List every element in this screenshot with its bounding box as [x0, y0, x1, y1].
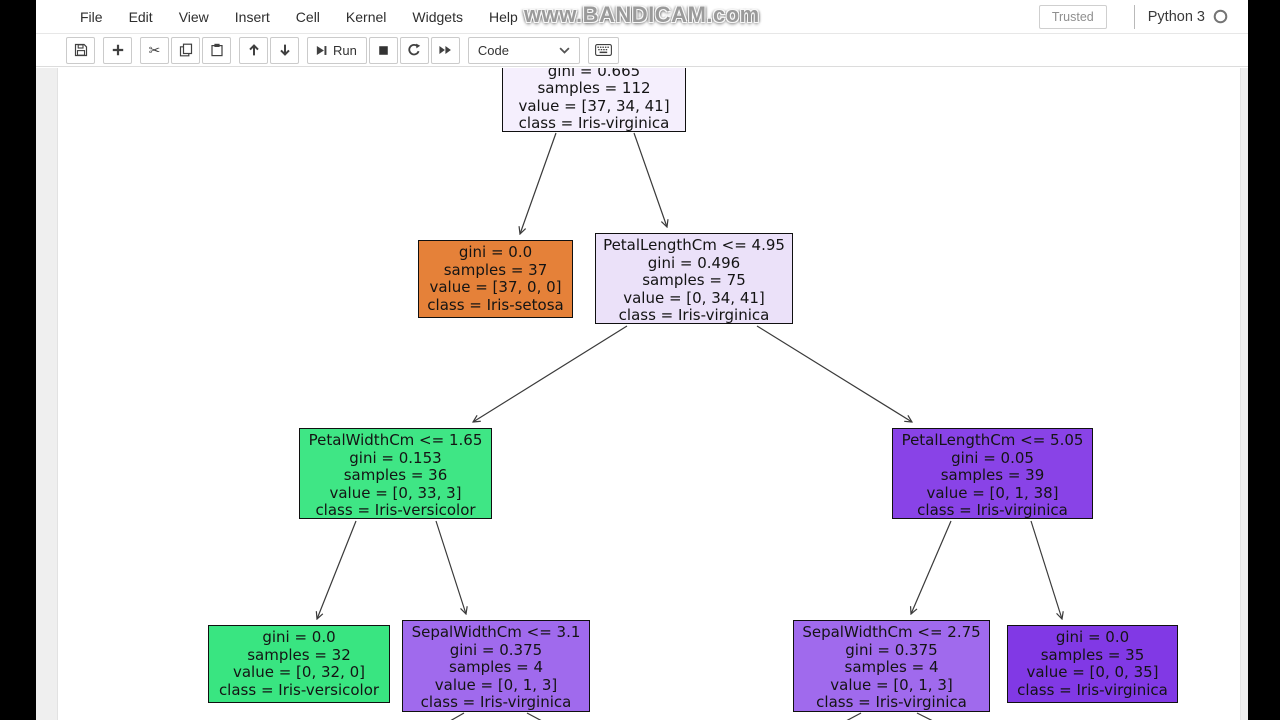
cell-type-value: Code [477, 42, 509, 58]
interrupt-kernel-button[interactable] [368, 36, 398, 64]
restart-kernel-button[interactable] [399, 36, 429, 64]
menu-item-cell[interactable]: Cell [295, 8, 320, 25]
copy-cells-button[interactable] [171, 36, 200, 64]
kernel-name: Python 3 [1147, 8, 1205, 25]
stop-icon [377, 44, 390, 57]
menu-items: File Edit View Insert Cell Kernel Widgets Help [80, 9, 544, 25]
arrow-down-icon [278, 43, 292, 57]
menu-item-widgets[interactable]: Widgets [412, 8, 463, 25]
scrollbar-track[interactable] [1240, 68, 1248, 720]
run-button-label: Run [333, 42, 357, 58]
toolbar-group [239, 36, 299, 64]
menubar-right: Trusted Python 3 [1038, 4, 1228, 29]
plus-icon [111, 43, 125, 57]
insert-cell-button[interactable] [103, 36, 132, 64]
toolbar: ✂ Run Code [36, 34, 1248, 67]
move-cell-down-button[interactable] [270, 36, 299, 64]
desktop-background-left [0, 0, 36, 720]
fast-forward-icon [438, 43, 452, 57]
trusted-badge[interactable]: Trusted [1038, 4, 1107, 29]
restart-icon [407, 43, 421, 57]
command-palette-button[interactable] [587, 36, 619, 64]
restart-run-all-button[interactable] [430, 36, 460, 64]
menu-item-edit[interactable]: Edit [128, 8, 153, 25]
toolbar-group: ✂ [140, 36, 231, 64]
menu-item-file[interactable]: File [80, 8, 103, 25]
save-button[interactable] [66, 36, 95, 64]
move-cell-up-button[interactable] [239, 36, 268, 64]
cell-type-select[interactable]: Code [467, 36, 580, 64]
kernel-idle-circle-icon [1213, 9, 1228, 24]
paste-cells-button[interactable] [202, 36, 231, 64]
floppy-icon [74, 43, 88, 57]
paste-icon [210, 43, 224, 57]
toolbar-group: Run [307, 36, 460, 64]
cut-cells-button[interactable]: ✂ [140, 36, 169, 64]
page-margin-left [36, 68, 58, 720]
toolbar-group [66, 36, 95, 64]
menu-item-kernel[interactable]: Kernel [345, 8, 387, 25]
desktop-background-right [1248, 0, 1280, 720]
toolbar-group [587, 36, 619, 64]
kernel-separator [1133, 4, 1135, 29]
arrow-up-icon [247, 43, 261, 57]
toolbar-group: Code [467, 36, 580, 64]
run-button[interactable]: Run [307, 36, 367, 64]
chevron-down-icon [559, 46, 570, 54]
menu-item-view[interactable]: View [178, 8, 209, 25]
menu-item-insert[interactable]: Insert [234, 8, 270, 25]
copy-icon [179, 43, 193, 57]
keyboard-icon [594, 44, 612, 56]
scissors-icon: ✂ [148, 42, 161, 58]
toolbar-group [103, 36, 132, 64]
step-forward-icon [315, 44, 328, 57]
menu-item-help[interactable]: Help [488, 8, 518, 25]
